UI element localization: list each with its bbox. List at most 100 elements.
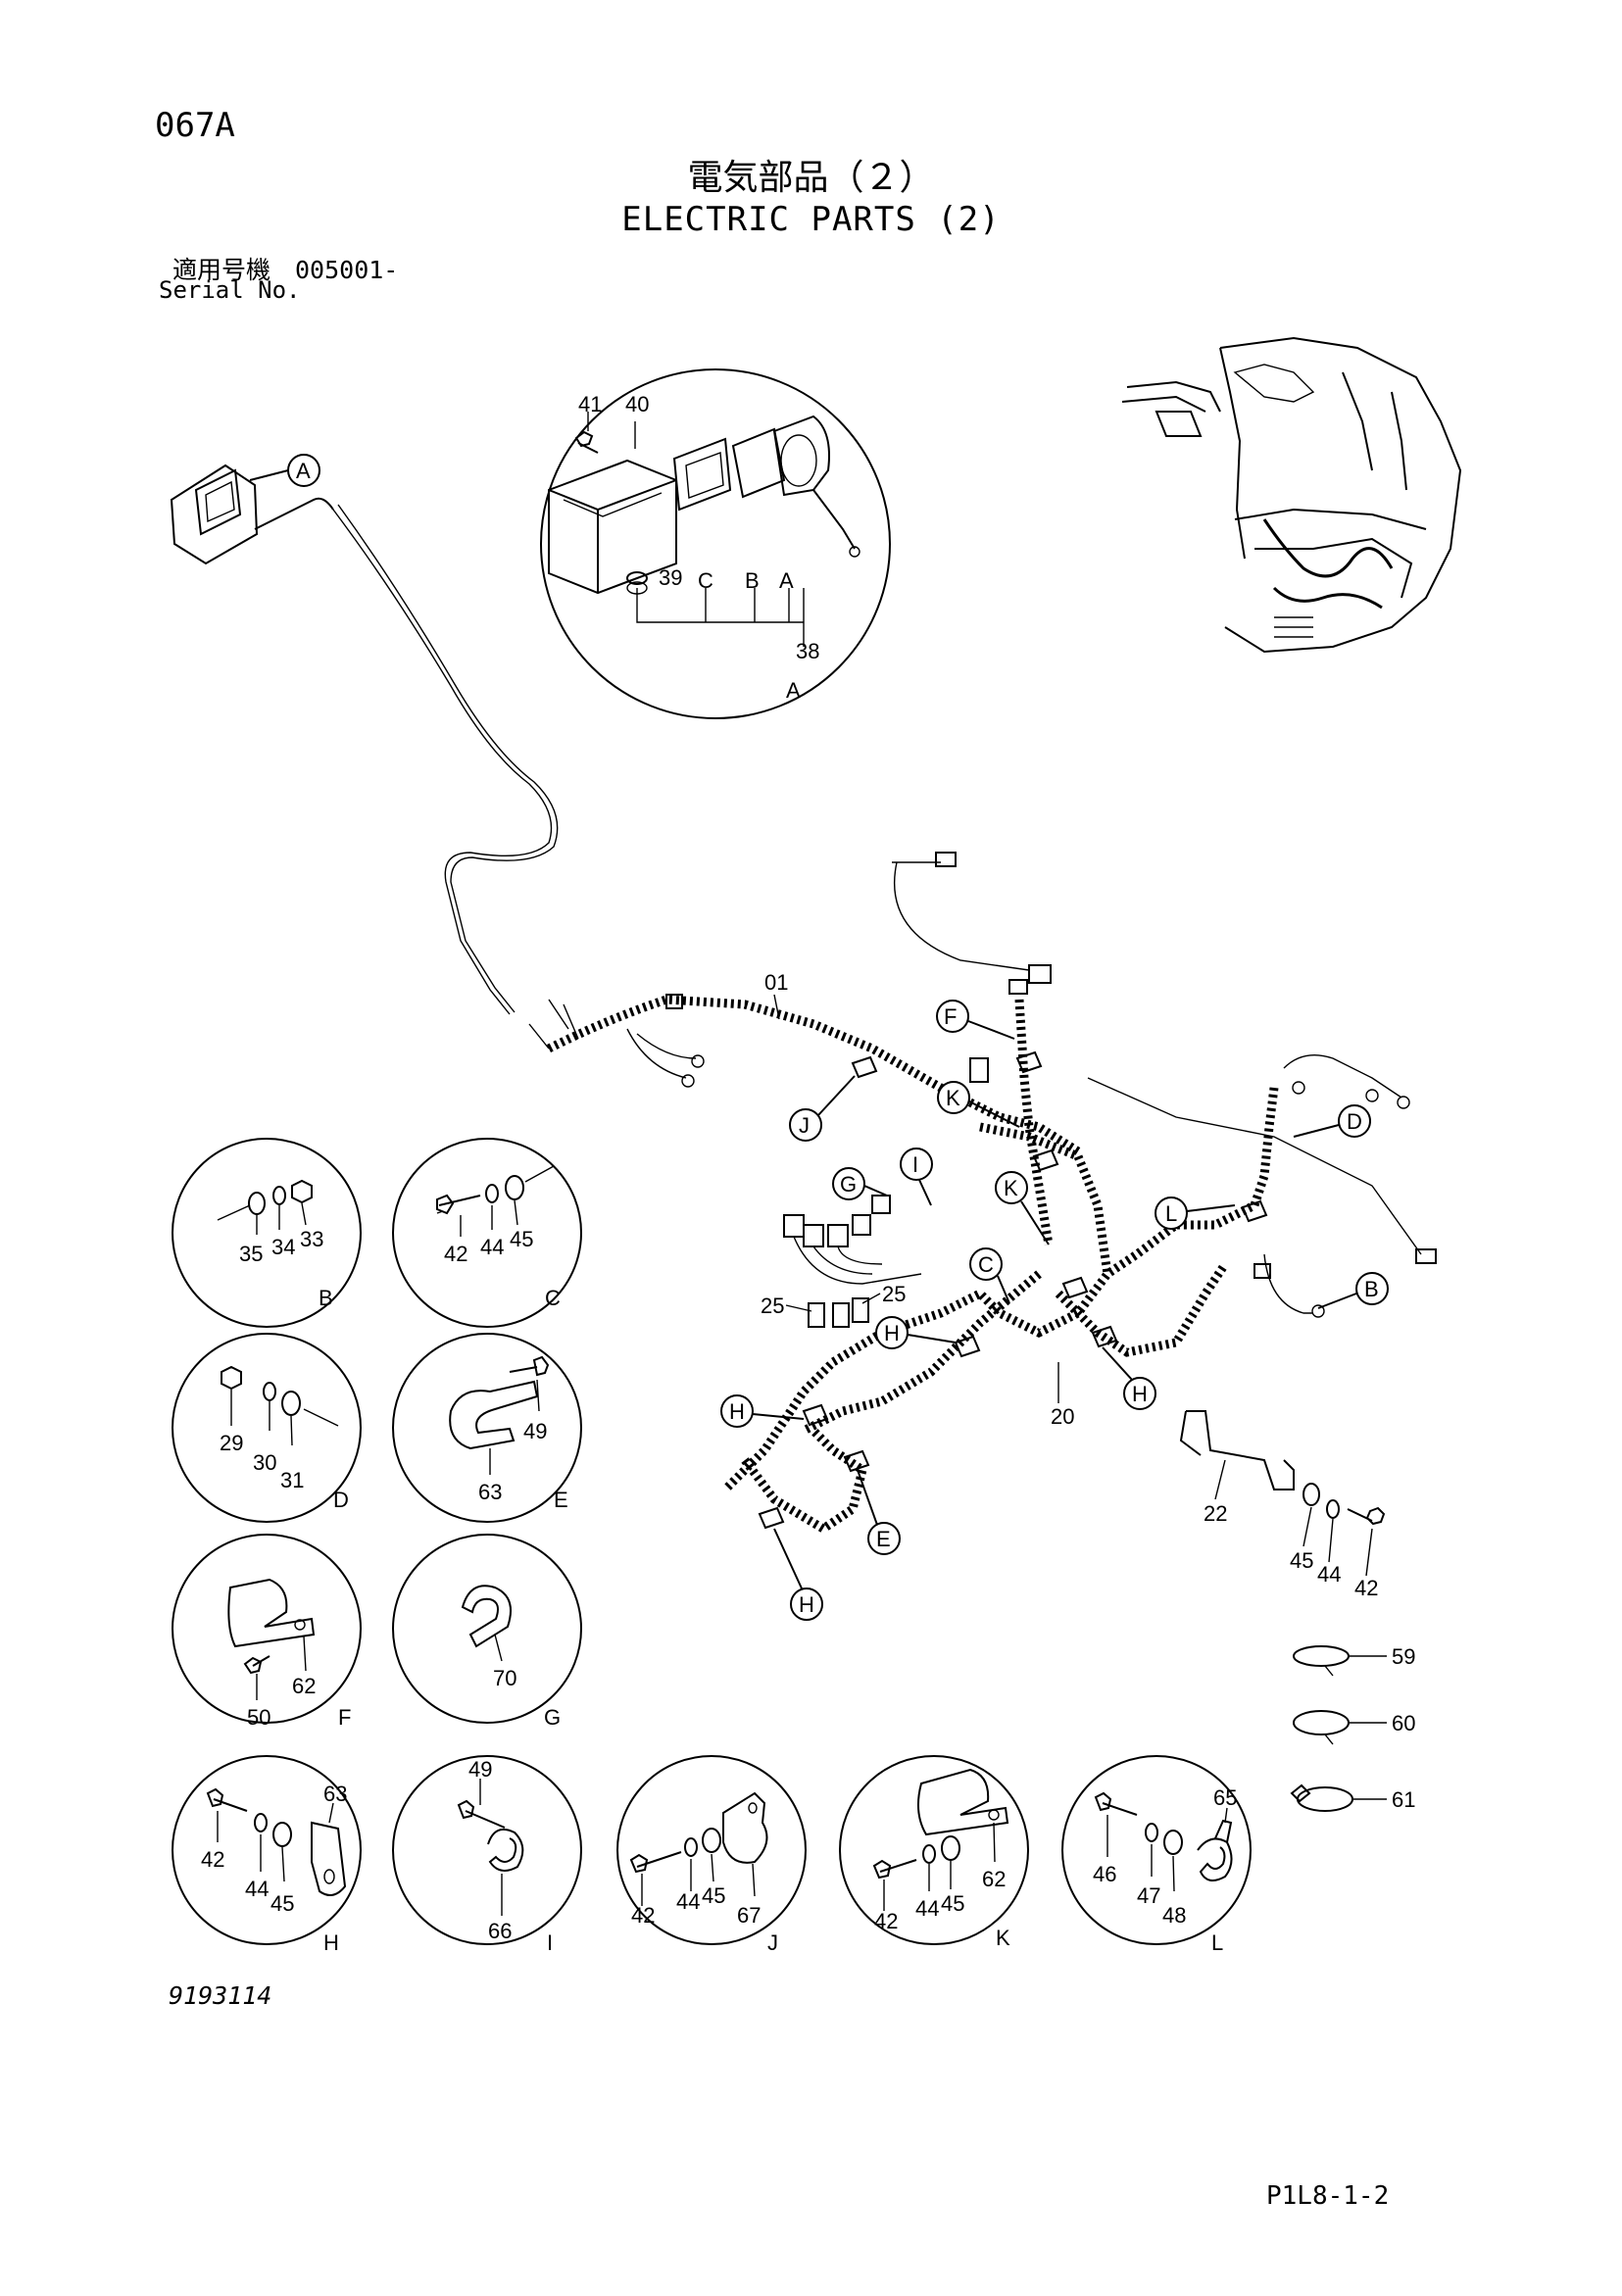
callout-letter: J bbox=[799, 1113, 810, 1138]
part-number-label: 66 bbox=[488, 1919, 512, 1943]
callout-letter: K bbox=[946, 1086, 960, 1110]
detail-view-f: 50 62 F bbox=[172, 1534, 362, 1730]
detail-view-h: 42 44 45 63 H bbox=[172, 1755, 362, 1955]
main-view-part-numbers: 01 25 25 20 22 45 44 42 59 60 61 bbox=[761, 970, 1415, 1812]
callout-letter: K bbox=[1004, 1176, 1018, 1200]
part-number-label: 62 bbox=[982, 1867, 1006, 1891]
part-number-label: 34 bbox=[271, 1235, 295, 1259]
serial-label-jp: 適用号機 005001- bbox=[172, 256, 399, 284]
detail-view-d: 29 30 31 D bbox=[172, 1333, 362, 1523]
part-number-label: 33 bbox=[300, 1227, 323, 1251]
part-number-label: B bbox=[745, 568, 760, 593]
detail-letter: J bbox=[767, 1930, 778, 1955]
callout-letter: H bbox=[729, 1399, 745, 1424]
part-number-label: 59 bbox=[1392, 1644, 1415, 1669]
detail-view-b: 35 34 33 B bbox=[172, 1138, 362, 1328]
sheet-reference: P1L8-1-2 bbox=[1266, 2181, 1390, 2211]
part-number-label: 60 bbox=[1392, 1711, 1415, 1735]
part-number-label: 42 bbox=[631, 1903, 655, 1928]
part-number-label: 35 bbox=[239, 1242, 263, 1266]
part-number-label: 49 bbox=[523, 1419, 547, 1443]
part-number-label: 48 bbox=[1162, 1903, 1186, 1928]
part-number-label: 46 bbox=[1093, 1862, 1116, 1886]
detail-letter: I bbox=[547, 1930, 553, 1955]
part-number-label: 67 bbox=[737, 1903, 761, 1928]
part-number-label: 44 bbox=[1317, 1562, 1341, 1587]
part-number-label: 47 bbox=[1137, 1883, 1160, 1908]
part-number-label: 44 bbox=[915, 1896, 939, 1921]
serial-label-en: Serial No. bbox=[159, 276, 301, 304]
part-number-label: 63 bbox=[323, 1782, 347, 1806]
part-number-label: 25 bbox=[761, 1294, 784, 1318]
callout-letter: E bbox=[876, 1527, 891, 1551]
callout-letter: I bbox=[912, 1152, 918, 1177]
part-number-label: 45 bbox=[1290, 1548, 1313, 1573]
part-number-label: 42 bbox=[1354, 1576, 1378, 1600]
part-number-label: 44 bbox=[480, 1235, 504, 1259]
detail-letter: C bbox=[545, 1286, 561, 1310]
part-number-label: 45 bbox=[941, 1891, 964, 1916]
part-number-label: 42 bbox=[201, 1847, 224, 1872]
part-number-label: 01 bbox=[764, 970, 788, 995]
part-number-label: 20 bbox=[1051, 1404, 1074, 1429]
part-number-label: 22 bbox=[1204, 1501, 1227, 1526]
part-number-label: 39 bbox=[659, 565, 682, 590]
part-number-label: 50 bbox=[247, 1705, 270, 1730]
detail-letter: B bbox=[319, 1286, 333, 1310]
part-number-label: 45 bbox=[270, 1891, 294, 1916]
part-number-label: 31 bbox=[280, 1468, 304, 1492]
callout-letter: C bbox=[978, 1252, 994, 1277]
part-number-label: 42 bbox=[444, 1242, 467, 1266]
part-number-label: 49 bbox=[468, 1757, 492, 1782]
part-number-label: 40 bbox=[625, 392, 649, 416]
part-number-label: 63 bbox=[478, 1480, 502, 1504]
detail-view-e: 49 63 E bbox=[392, 1333, 582, 1523]
detail-letter: L bbox=[1211, 1930, 1223, 1955]
part-number-label: C bbox=[698, 568, 713, 593]
detail-view-l: 46 47 48 65 L bbox=[1061, 1755, 1252, 1955]
drawing-number: 9193114 bbox=[169, 1981, 272, 2010]
detail-view-k: 42 44 45 62 K bbox=[839, 1755, 1029, 1950]
detail-view-g: 70 G bbox=[392, 1534, 582, 1730]
callout-letter: F bbox=[944, 1004, 957, 1029]
part-number-label: 42 bbox=[874, 1909, 898, 1933]
detail-view-j: 42 44 45 67 J bbox=[616, 1755, 807, 1955]
callout-letter: G bbox=[840, 1172, 857, 1197]
part-number-label: 44 bbox=[245, 1877, 269, 1901]
detail-letter: K bbox=[996, 1926, 1010, 1950]
detail-letter: H bbox=[323, 1930, 339, 1955]
detail-view-a: 41 40 39 C B A 38 A bbox=[540, 368, 891, 719]
part-number-label: 62 bbox=[292, 1674, 316, 1698]
detail-letter: F bbox=[338, 1705, 351, 1730]
detail-view-c: 42 44 45 C bbox=[392, 1138, 582, 1328]
part-number-label: 44 bbox=[676, 1889, 700, 1914]
part-number-label: 41 bbox=[578, 392, 602, 416]
part-number-label: 45 bbox=[510, 1227, 533, 1251]
callout-letter: B bbox=[1364, 1277, 1379, 1301]
callout-letter: D bbox=[1347, 1109, 1362, 1134]
callout-letter: L bbox=[1165, 1201, 1177, 1226]
detail-view-i: 49 66 I bbox=[392, 1755, 582, 1955]
page-title-en: ELECTRIC PARTS (2) bbox=[621, 200, 1001, 239]
part-number-label: 30 bbox=[253, 1450, 276, 1475]
callout-letter: H bbox=[884, 1321, 900, 1345]
callout-letter: H bbox=[1132, 1382, 1148, 1406]
part-number-label: 70 bbox=[493, 1666, 516, 1690]
page-code: 067A bbox=[155, 106, 235, 145]
detail-letter: G bbox=[544, 1705, 561, 1730]
part-number-label: 45 bbox=[702, 1883, 725, 1908]
main-view-callouts: F J K D G I K L C B H H H E H bbox=[720, 1000, 1389, 1621]
main-wire-harness bbox=[528, 852, 1437, 1535]
detail-letter: A bbox=[786, 678, 801, 703]
page-title-jp: 電気部品（２） bbox=[687, 158, 935, 198]
detail-letter: E bbox=[554, 1488, 568, 1512]
part-number-label: 38 bbox=[796, 639, 819, 663]
machine-overview-illustration bbox=[1121, 336, 1462, 654]
detail-letter: D bbox=[333, 1488, 349, 1512]
part-number-label: 65 bbox=[1213, 1785, 1237, 1810]
part-number-label: A bbox=[779, 568, 794, 593]
part-number-label: 25 bbox=[882, 1282, 906, 1306]
work-light-assembly: A bbox=[170, 454, 559, 1015]
part-number-label: 29 bbox=[220, 1431, 243, 1455]
